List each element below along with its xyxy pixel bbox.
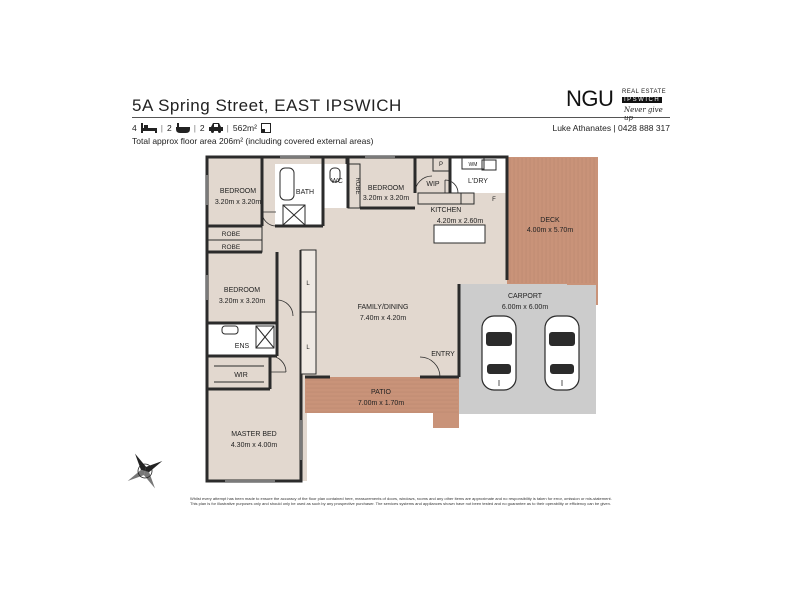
label-fridge: F [492, 197, 496, 203]
label-kitchen: KITCHEN [431, 207, 462, 214]
label-patio: PATIO [371, 389, 392, 396]
agency-logo: NGU REAL ESTATE IPSWICH Never give up [566, 86, 671, 122]
robe-vertical-outline [347, 163, 361, 209]
label-entry: ENTRY [431, 351, 455, 358]
label-linen2: L [306, 345, 310, 351]
bath-icon [175, 123, 190, 133]
label-carport: CARPORT [508, 293, 543, 300]
dims-bedroom1: 3.20m x 3.20m [215, 199, 261, 206]
label-wm: WM [469, 162, 478, 168]
property-stats: 4 | 2 | 2 | 562m² [132, 123, 271, 133]
disclaimer-line2: This plan is for illustrative purposes o… [190, 501, 611, 506]
ens-basin [221, 325, 239, 335]
dims-carport: 6.00m x 6.00m [502, 304, 548, 311]
label-pantry: P [439, 162, 443, 168]
car-count: 2 [199, 123, 205, 133]
logo-line2: IPSWICH [622, 97, 663, 103]
floor-area-text: Total approx floor area 206m² (including… [132, 136, 374, 146]
label-ens: ENS [235, 343, 250, 350]
label-deck: DECK [540, 217, 560, 224]
wm-outline [461, 156, 485, 170]
car-left [481, 315, 517, 391]
label-linen1: L [306, 281, 310, 287]
dims-patio: 7.00m x 1.70m [358, 400, 404, 407]
deck-boards [306, 158, 595, 413]
label-laundry: L'DRY [468, 178, 488, 185]
ensuite-fill [207, 323, 277, 356]
label-bath: BATH [296, 189, 314, 196]
logo-brand: NGU [566, 86, 614, 111]
label-bedroom2: BEDROOM [368, 185, 404, 192]
bed-icon [140, 123, 157, 133]
dims-kitchen: 4.20m x 2.60m [437, 218, 483, 225]
windows [206, 156, 395, 482]
kitchen-island [433, 224, 486, 244]
carport-fill-upper [459, 284, 567, 306]
label-master: MASTER BED [231, 431, 277, 438]
dims-deck: 4.00m x 5.70m [527, 227, 573, 234]
kitchen-bench [417, 192, 475, 205]
patio-step [433, 404, 459, 428]
disclaimer-line1: Whilst every attempt has been made to en… [190, 496, 612, 501]
stats-separator: | [226, 123, 229, 133]
door-swings [261, 175, 459, 378]
land-size: 562m² [232, 123, 257, 133]
label-wip: WIP [426, 181, 440, 188]
ens-shower [255, 325, 275, 349]
agent-contact: Luke Athanates | 0428 888 317 [552, 123, 670, 133]
stats-separator: | [160, 123, 163, 133]
label-bedroom3: BEDROOM [224, 287, 260, 294]
wc-fill [323, 164, 348, 208]
wc-pan [329, 167, 341, 183]
stats-separator: | [193, 123, 196, 133]
logo-line1: REAL ESTATE [622, 89, 666, 95]
label-wir: WIR [234, 372, 248, 379]
bath-tub [279, 167, 295, 201]
property-address: 5A Spring Street, EAST IPSWICH [132, 96, 402, 115]
robe-2-outline [206, 239, 263, 253]
pantry-outline [432, 156, 451, 172]
dims-family: 7.40m x 4.20m [360, 315, 406, 322]
land-icon [260, 123, 271, 133]
bedroom-count: 4 [132, 123, 137, 133]
label-bedroom1: BEDROOM [220, 188, 256, 195]
laundry-tub [481, 159, 497, 171]
logo-tagline: Never give up [624, 106, 663, 122]
bathroom-count: 2 [166, 123, 172, 133]
compass-icon [127, 453, 163, 489]
label-wc: WC [331, 178, 343, 185]
label-robe1: ROBE [222, 231, 241, 238]
disclaimer: Whilst every attempt has been made to en… [190, 496, 630, 506]
label-family: FAMILY/DINING [358, 304, 409, 311]
label-robe-vertical: ROBE [354, 177, 360, 194]
label-robe2: ROBE [222, 244, 241, 251]
partitions [206, 156, 497, 383]
dims-bedroom2: 3.20m x 3.20m [363, 195, 409, 202]
laundry-fill [450, 157, 507, 193]
car-right [544, 315, 580, 391]
dims-bedroom3: 3.20m x 3.20m [219, 298, 265, 305]
floor-fills [207, 157, 598, 481]
header-divider [132, 117, 670, 118]
car-icon [208, 123, 223, 133]
dims-master: 4.30m x 4.00m [231, 442, 277, 449]
